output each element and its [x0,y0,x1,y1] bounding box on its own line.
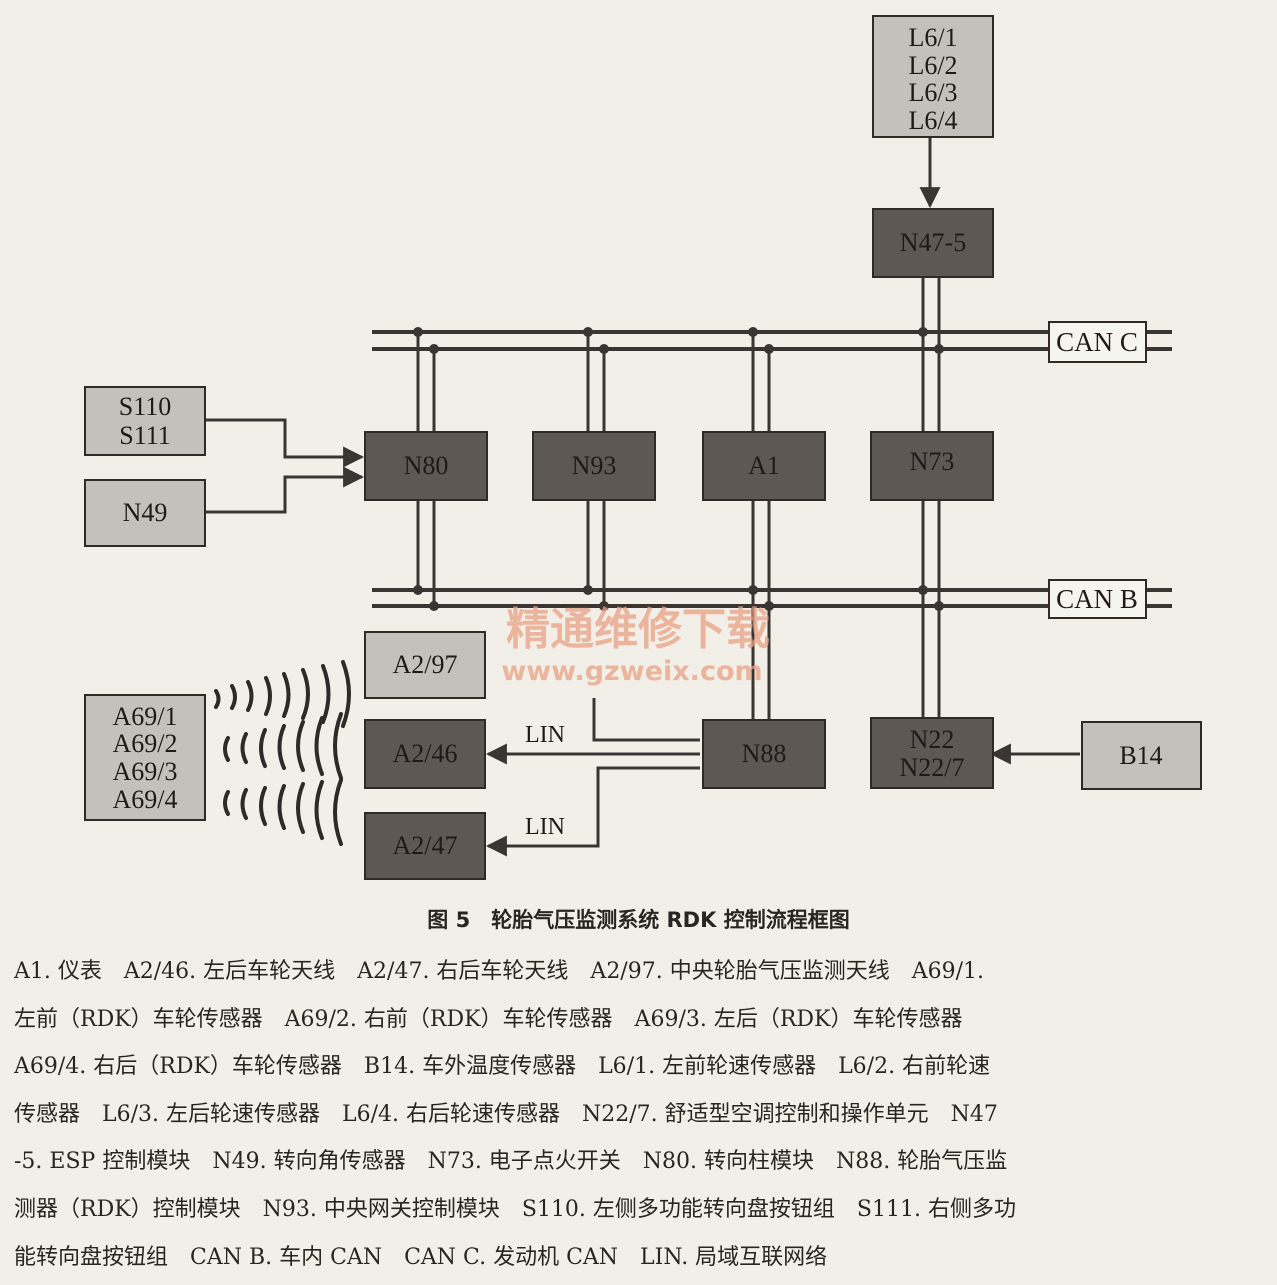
box-l6-line1: L6/1 [908,23,957,52]
box-a2-97: A2/97 [364,631,486,699]
svg-text:B14: B14 [1119,741,1162,770]
box-a1: A1 [702,431,826,501]
box-n47-5: N47-5 [872,208,994,278]
svg-text:CAN C: CAN C [1056,327,1138,357]
svg-text:N88: N88 [742,739,787,768]
svg-text:S111: S111 [119,421,171,450]
box-n93: N93 [532,431,656,501]
svg-text:N80: N80 [404,451,449,480]
svg-text:A2/47: A2/47 [393,831,458,860]
can-b-label: CAN B [1048,579,1147,619]
bus-drops [416,277,941,720]
svg-text:CAN B: CAN B [1056,584,1138,614]
box-n80: N80 [364,431,488,501]
svg-text:N73: N73 [910,447,955,476]
svg-text:N22: N22 [910,725,955,754]
legend-line: -5. ESP 控制模块 N49. 转向角传感器 N73. 电子点火开关 N80… [14,1149,1008,1175]
lin-label-upper: LIN [525,722,565,748]
box-l6: L6/1 L6/2 L6/3 L6/4 [872,15,994,138]
svg-text:N49: N49 [123,498,168,527]
box-l6-line3: L6/3 [908,78,957,107]
watermark-title: 精通维修下载 [506,604,770,655]
box-l6-line2: L6/2 [908,51,957,80]
svg-text:N47-5: N47-5 [900,228,966,257]
box-a2-47: A2/47 [364,812,486,880]
box-s110-s111: S110 S111 [84,386,206,456]
svg-text:A69/3: A69/3 [113,757,178,786]
box-n73: N73 [870,431,994,501]
legend-line: 左前（RDK）车轮传感器 A69/2. 右前（RDK）车轮传感器 A69/3. … [14,1006,963,1032]
legend-line: A69/4. 右后（RDK）车轮传感器 B14. 车外温度传感器 L6/1. 左… [14,1054,991,1080]
box-a69: A69/1 A69/2 A69/3 A69/4 [84,694,206,821]
box-n88: N88 [702,719,826,789]
box-n22: N22 N22/7 [870,717,994,789]
box-b14: B14 [1081,721,1202,790]
legend-line: A1. 仪表 A2/46. 左后车轮天线 A2/47. 右后车轮天线 A2/97… [14,959,984,984]
figure-caption: 图 5 轮胎气压监测系统 RDK 控制流程框图 [427,908,850,932]
watermark-url: www.gzweix.com [501,656,762,687]
figure-legend: A1. 仪表 A2/46. 左后车轮天线 A2/47. 右后车轮天线 A2/97… [14,948,1264,1281]
signal-lines [205,138,1080,857]
legend-line: 传感器 L6/3. 左后轮速传感器 L6/4. 右后轮速传感器 N22/7. 舒… [14,1101,998,1127]
box-a2-46: A2/46 [364,719,486,789]
lin-label-lower: LIN [525,814,565,840]
legend-line: 能转向盘按钮组 CAN B. 车内 CAN CAN C. 发动机 CAN LIN… [14,1244,828,1270]
svg-text:A2/97: A2/97 [393,650,458,679]
svg-text:N93: N93 [572,451,617,480]
box-n49: N49 [84,479,206,547]
svg-text:A1: A1 [748,451,780,480]
can-c-label: CAN C [1048,321,1147,363]
legend-line: 测器（RDK）控制模块 N93. 中央网关控制模块 S110. 左侧多功能转向盘… [14,1196,1016,1222]
svg-text:S110: S110 [119,392,172,421]
svg-text:N22/7: N22/7 [900,753,965,782]
svg-text:A69/2: A69/2 [113,729,178,758]
svg-text:A2/46: A2/46 [393,739,458,768]
svg-text:A69/1: A69/1 [113,702,178,731]
wireless-waves [214,660,351,846]
box-l6-line4: L6/4 [908,106,957,135]
rdk-block-diagram: L6/1 L6/2 L6/3 L6/4 N47-5 S110 S111 N49 … [84,15,1202,880]
svg-text:A69/4: A69/4 [113,785,178,814]
bus-junctions [413,327,944,611]
